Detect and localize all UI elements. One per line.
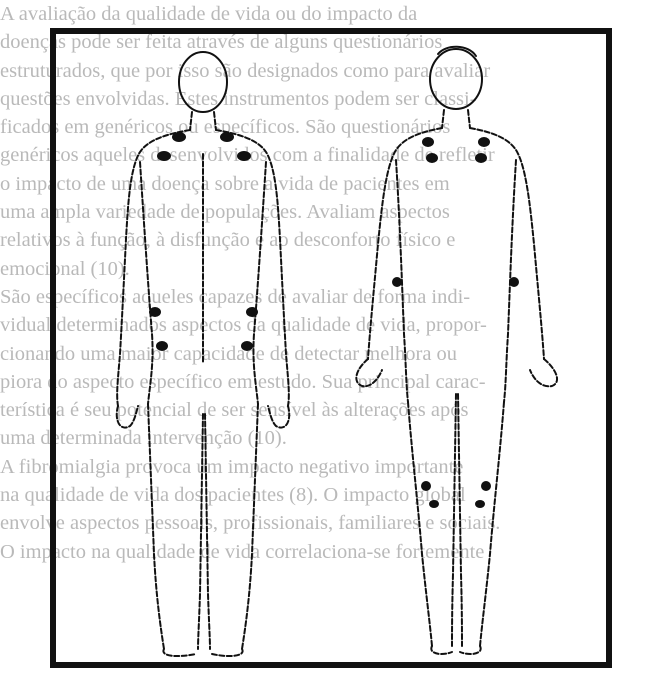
back-body-outline xyxy=(117,52,290,656)
front-body-outline xyxy=(356,47,557,654)
figure-frame xyxy=(50,28,612,668)
background-text-line: A avaliação da qualidade de vida ou do i… xyxy=(0,0,660,28)
body-tender-points-figure xyxy=(56,34,606,662)
